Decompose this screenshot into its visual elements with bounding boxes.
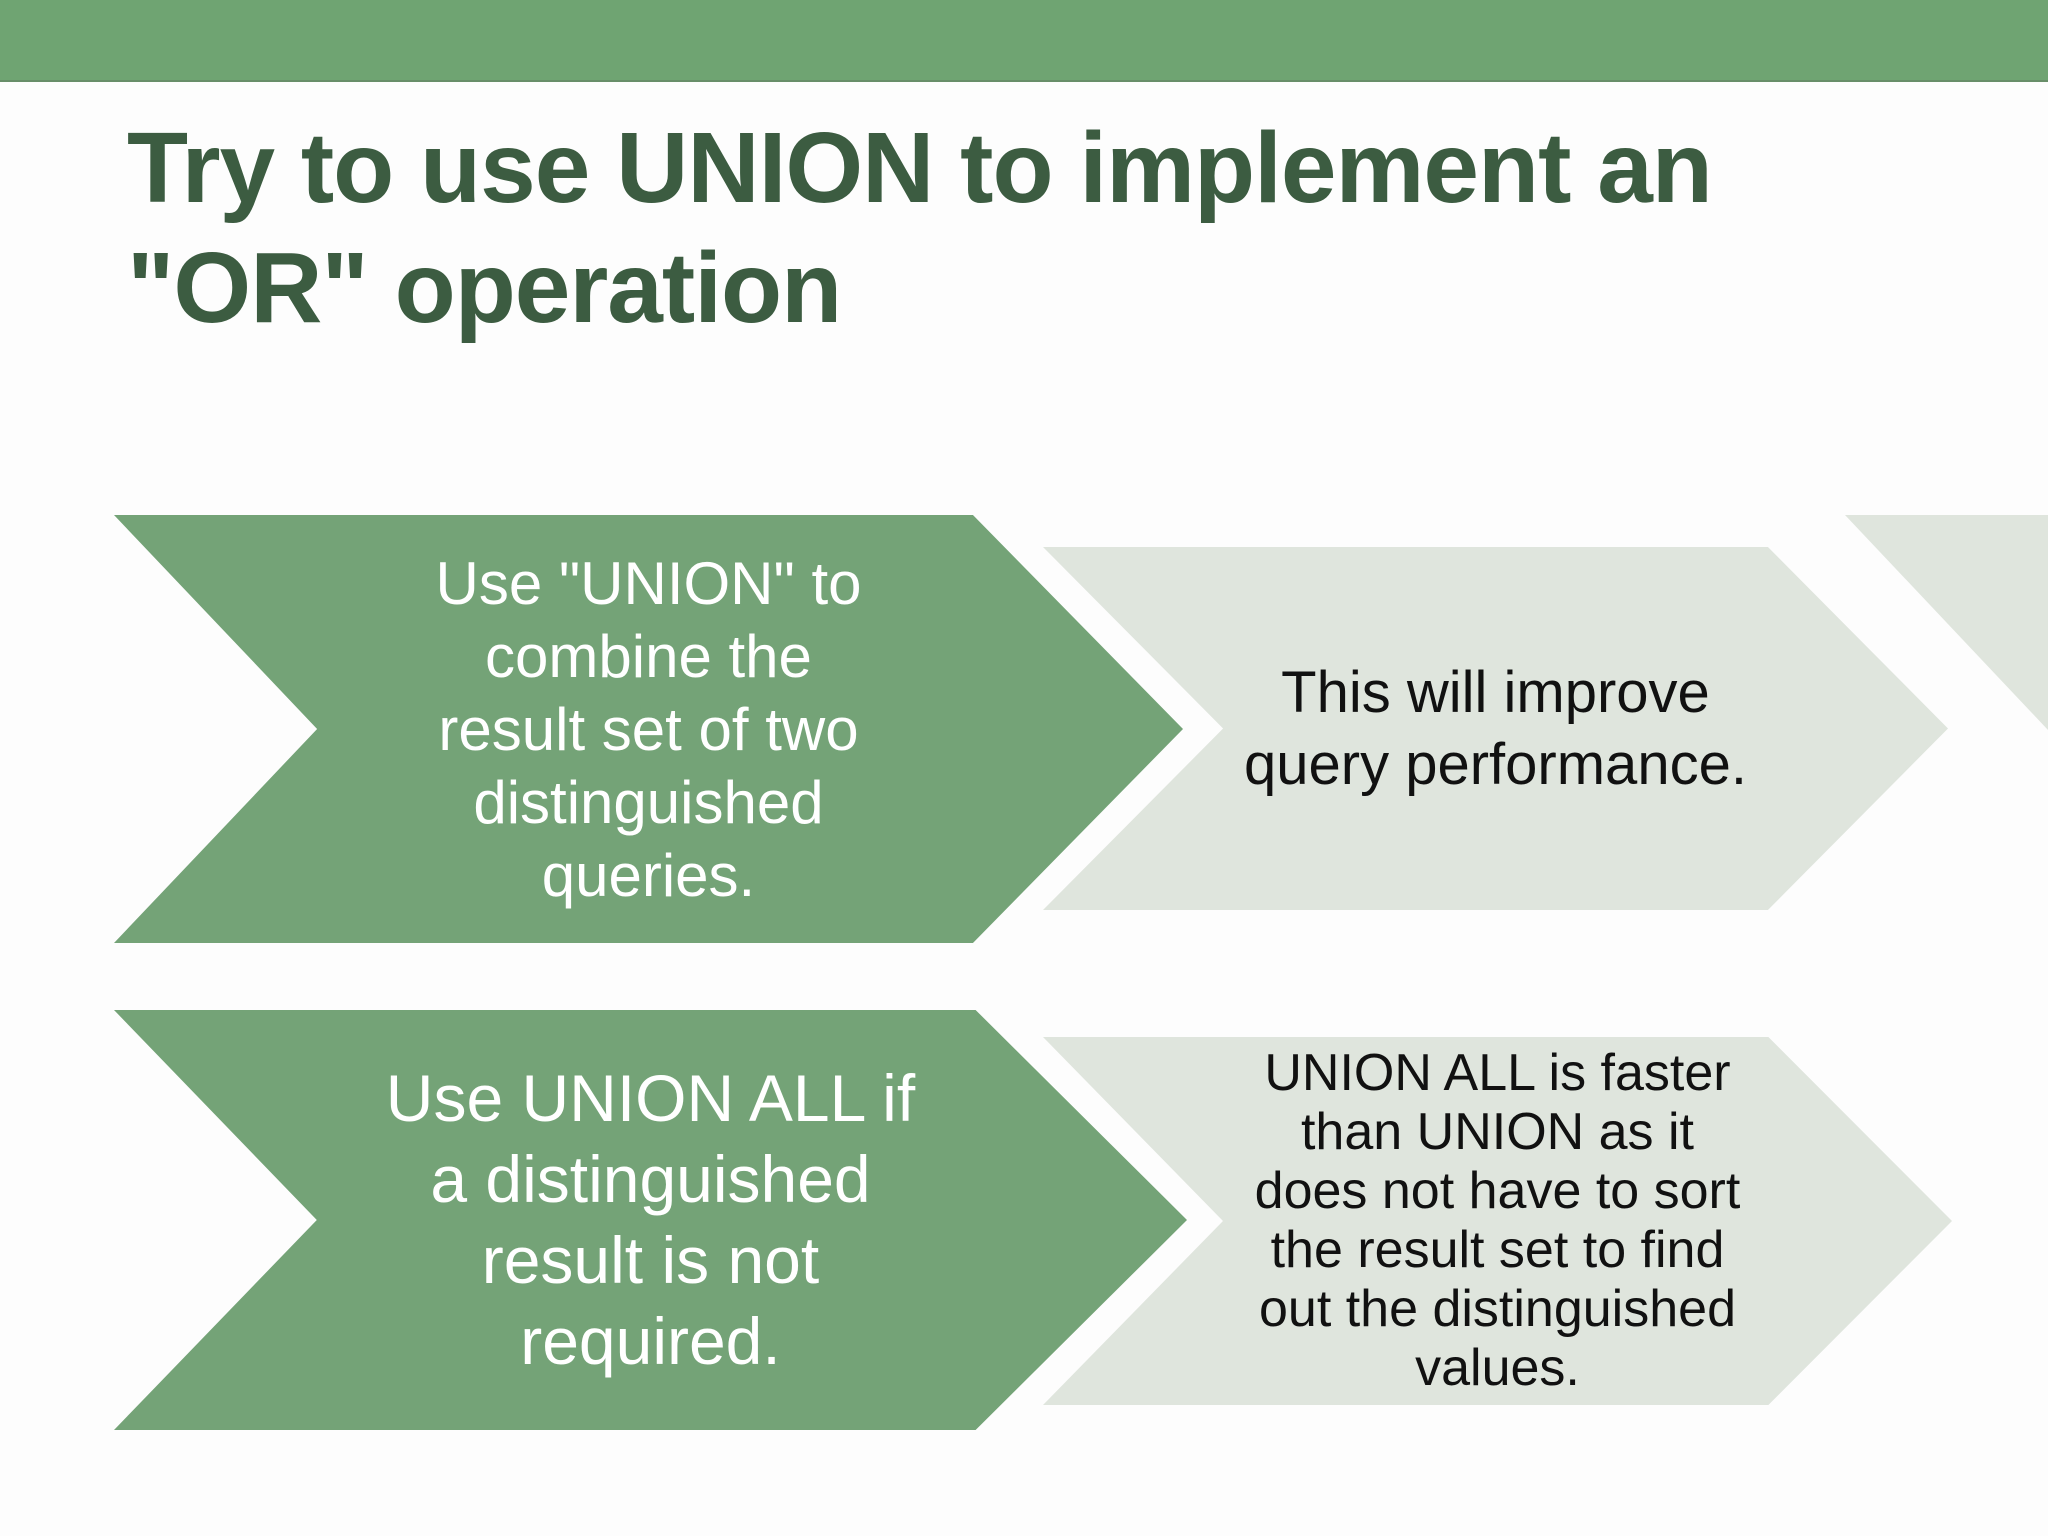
header-bar [0,0,2048,82]
chevron-row1-effect: This will improve query performance. [1043,547,1948,910]
chevron-row1-cause: Use "UNION" to combine the result set of… [114,515,1183,943]
chevron-row2-cause-text: Use UNION ALL if a distinguished result … [385,1061,916,1378]
chevron-row2-cause: Use UNION ALL if a distinguished result … [114,1010,1187,1430]
slide-title: Try to use UNION to implement an "OR" op… [127,112,1713,344]
chevron-row2-effect-text: UNION ALL is faster than UNION as it doe… [1254,1044,1741,1397]
chevron-row1-effect-text: This will improve query performance. [1244,659,1747,797]
chevron-row1-cause-text: Use "UNION" to combine the result set of… [435,549,862,909]
